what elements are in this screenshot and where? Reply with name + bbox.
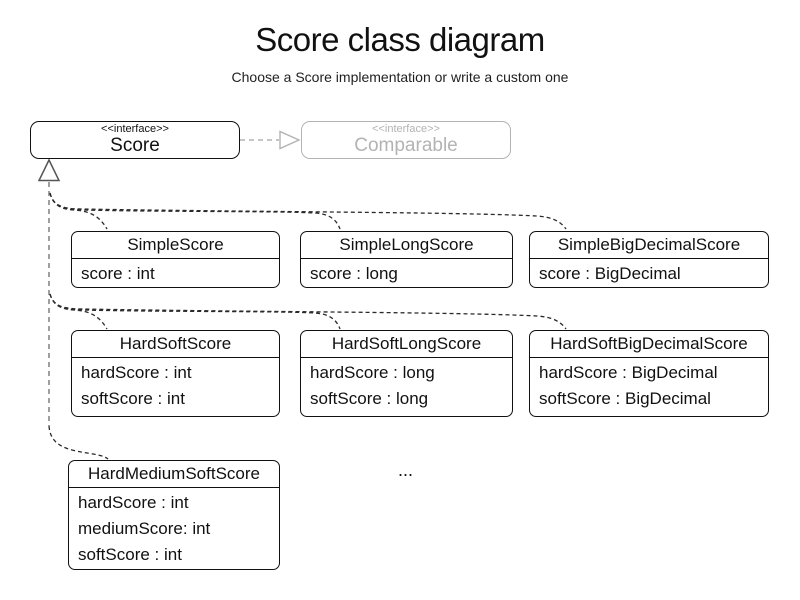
class-attribute: hardScore : long — [310, 363, 435, 382]
page-subtitle: Choose a Score implementation or write a… — [231, 69, 569, 85]
more-implementations-ellipsis: ... — [398, 460, 414, 480]
class-attribute: hardScore : BigDecimal — [539, 363, 718, 382]
connector-simplescore — [49, 192, 108, 230]
class-box-simplebigdecimalscore: SimpleBigDecimalScore score : BigDecimal — [529, 231, 769, 288]
class-box-hardsoftlongscore: HardSoftLongScore hardScore : long softS… — [300, 330, 513, 417]
class-attribute: hardScore : int — [81, 363, 192, 382]
class-attributes: hardScore : int mediumScore: int softSco… — [69, 488, 279, 568]
class-attribute: score : long — [310, 264, 398, 283]
page-title: Score class diagram — [255, 21, 545, 58]
class-attribute: softScore : long — [310, 389, 429, 408]
class-name: HardMediumSoftScore — [69, 461, 279, 488]
class-attributes: hardScore : long softScore : long — [301, 358, 512, 412]
class-box-simplelongscore: SimpleLongScore score : long — [300, 231, 513, 288]
class-attribute: softScore : int — [78, 545, 182, 564]
class-attribute: mediumScore: int — [78, 519, 211, 538]
class-attributes: score : long — [301, 259, 512, 287]
interface-name-comparable: Comparable — [354, 134, 458, 156]
class-name: SimpleScore — [72, 232, 279, 259]
class-box-hardsoftbigdecimalscore: HardSoftBigDecimalScore hardScore : BigD… — [529, 330, 769, 417]
class-attributes: hardScore : BigDecimal softScore : BigDe… — [530, 358, 768, 412]
class-name: HardSoftBigDecimalScore — [530, 331, 768, 358]
interface-box-comparable: <<interface>> Comparable — [301, 121, 511, 159]
class-attribute: hardScore : int — [78, 493, 189, 512]
class-attribute: softScore : BigDecimal — [539, 389, 711, 408]
connector-hardsoftbigdecimalscore — [49, 293, 567, 330]
class-attribute: score : BigDecimal — [539, 264, 681, 283]
class-attributes: score : int — [72, 259, 279, 287]
class-attributes: score : BigDecimal — [530, 259, 768, 287]
class-attribute: score : int — [81, 264, 155, 283]
stereotype-label: <<interface>> — [101, 123, 169, 136]
connector-hardsoftscore — [49, 293, 108, 330]
interface-box-score: <<interface>> Score — [30, 121, 240, 159]
class-box-hardsoftscore: HardSoftScore hardScore : int softScore … — [71, 330, 280, 417]
stereotype-label: <<interface>> — [372, 123, 440, 136]
class-name: SimpleLongScore — [301, 232, 512, 259]
class-name: SimpleBigDecimalScore — [530, 232, 768, 259]
class-box-simplescore: SimpleScore score : int — [71, 231, 280, 288]
class-name: HardSoftLongScore — [301, 331, 512, 358]
class-attributes: hardScore : int softScore : int — [72, 358, 279, 412]
realization-triangle-comparable — [279, 130, 301, 150]
class-box-hardmediumsoftscore: HardMediumSoftScore hardScore : int medi… — [68, 460, 280, 570]
realization-triangle-score — [37, 158, 61, 182]
class-name: HardSoftScore — [72, 331, 279, 358]
interface-name-score: Score — [110, 134, 160, 156]
connector-hardmediumsoftscore — [48, 425, 109, 460]
class-attribute: softScore : int — [81, 389, 185, 408]
